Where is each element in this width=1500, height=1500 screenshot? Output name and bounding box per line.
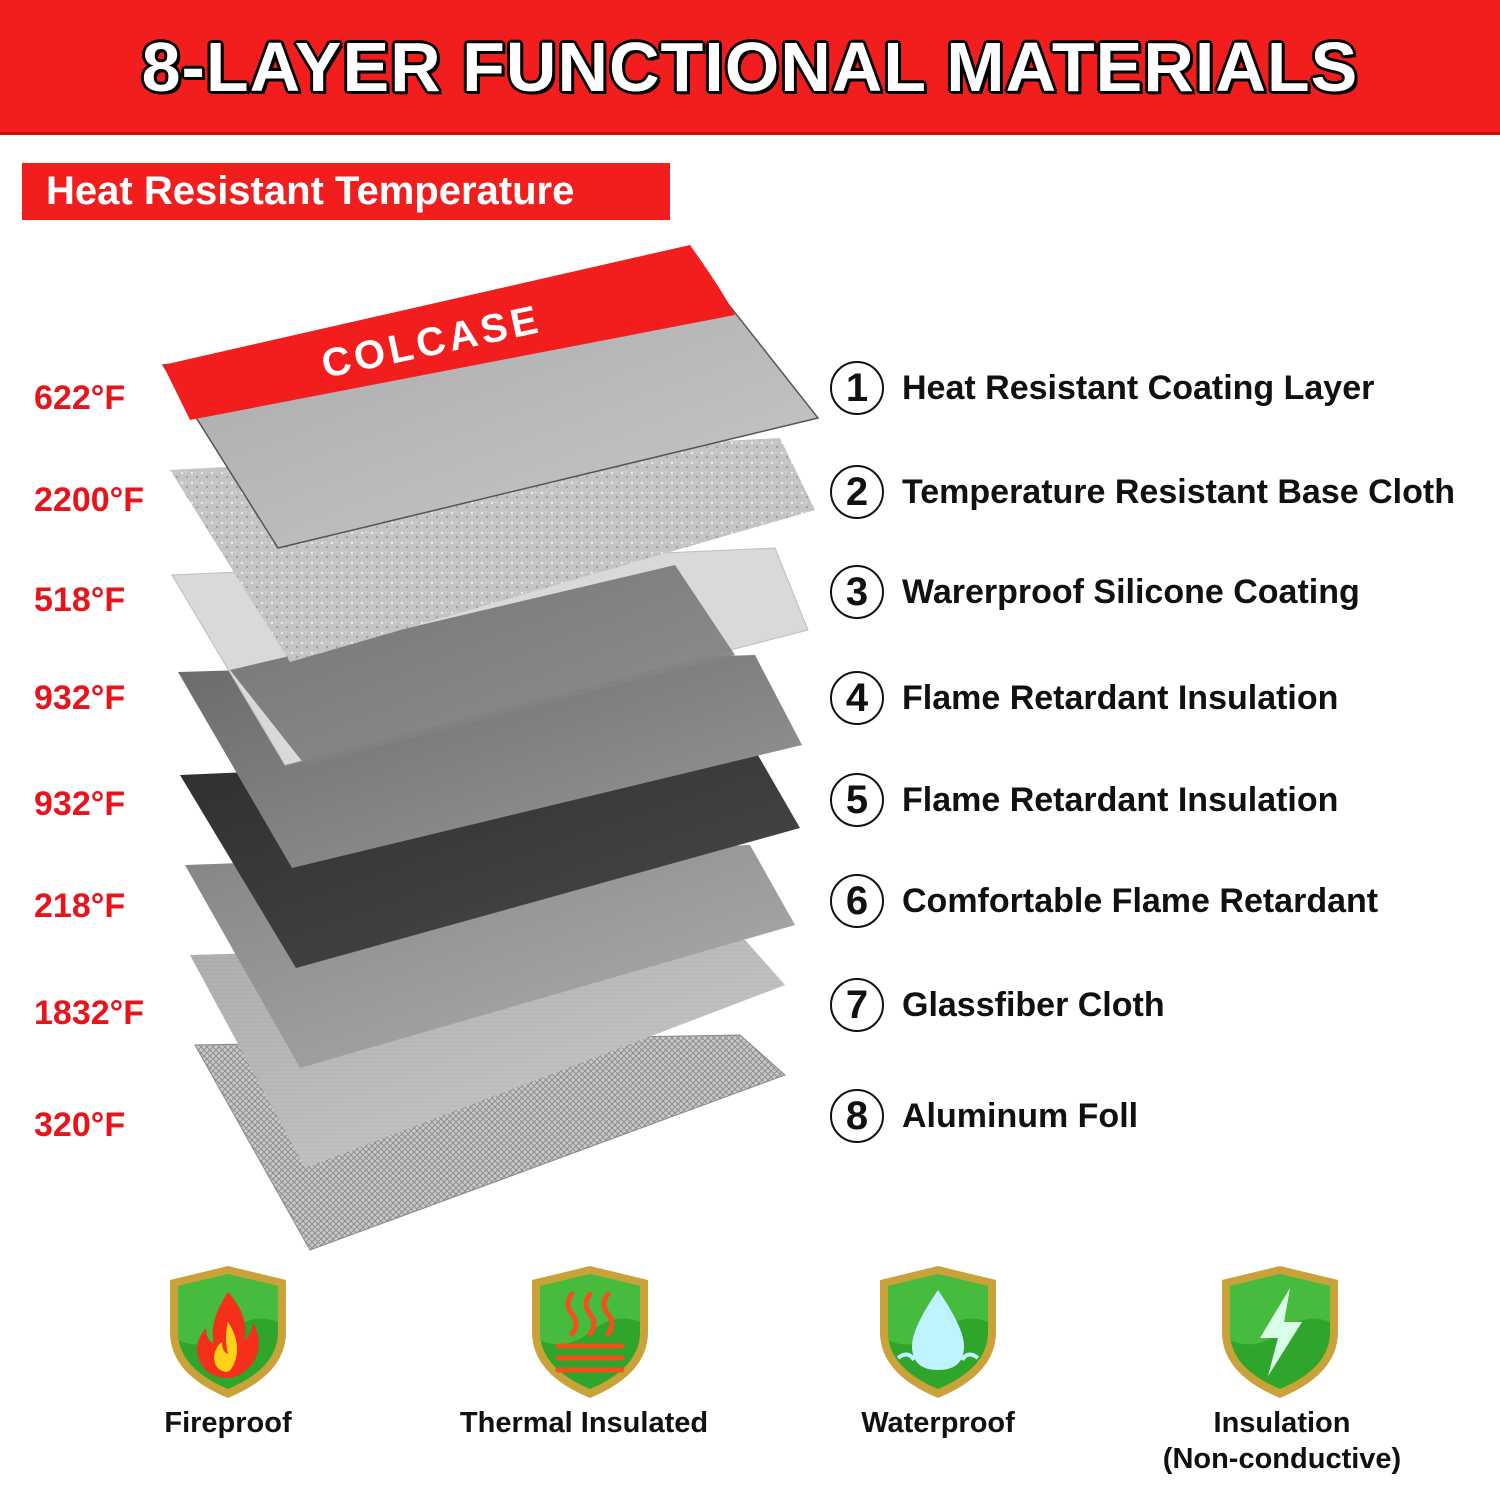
temperature-label: 2200°F [34,481,145,519]
layer-name: Flame Retardant Insulation [902,780,1339,819]
fireproof-shield-icon [170,1266,286,1398]
temperature-label: 932°F [34,679,126,717]
layer-sheet-3b [230,565,735,765]
feature-label-insulation-line1: Insulation [1213,1407,1351,1439]
feature-label-insulation: Insulation (Non-conductive) [1132,1405,1432,1477]
water-drop-icon [912,1290,964,1370]
layer-number-badge: 4 [830,671,884,725]
layer-name: Glassfiber Cloth [902,985,1165,1024]
layer-number-badge: 5 [830,773,884,827]
layer-name: Warerproof Silicone Coating [902,572,1360,611]
temperature-label: 320°F [34,1106,126,1144]
header-banner: 8-LAYER FUNCTIONAL MATERIALS [0,0,1500,135]
layer-number-badge: 7 [830,978,884,1032]
layer-list-item: 7 Glassfiber Cloth [830,975,1165,1035]
layer-list-item: 8 Aluminum Foll [830,1086,1138,1146]
layer-list-item: 4 Flame Retardant Insulation [830,668,1338,728]
heat-waves-icon [555,1291,625,1373]
layer-list-item: 2 Temperature Resistant Base Cloth [830,462,1455,522]
layer-name: Comfortable Flame Retardant [902,881,1379,920]
layer-list-item: 3 Warerproof Silicone Coating [830,562,1360,622]
layer-list-item: 1 Heat Resistant Coating Layer [830,358,1374,418]
temperature-label: 218°F [34,887,126,925]
feature-label-insulation-line2: (Non-conductive) [1162,1443,1402,1475]
layer-sheet-1-red-band [163,245,735,420]
temperature-label: 518°F [34,581,126,619]
layer-list-item: 5 Flame Retardant Insulation [830,770,1338,830]
layer-name: Flame Retardant Insulation [902,678,1339,717]
page-title: 8-LAYER FUNCTIONAL MATERIALS [141,28,1359,106]
feature-label-waterproof: Waterproof [861,1407,1015,1439]
layer-number-badge: 1 [830,361,884,415]
layer-name: Temperature Resistant Base Cloth [902,472,1455,511]
section-tag: Heat Resistant Temperature [22,163,670,220]
layer-name: Aluminum Foll [902,1096,1139,1135]
insulation-shield-icon [1222,1266,1338,1398]
waterproof-shield-icon [880,1266,996,1398]
temperature-label: 622°F [34,379,126,417]
temperature-label: 1832°F [34,994,145,1032]
layer-number-badge: 3 [830,565,884,619]
layer-name: Heat Resistant Coating Layer [902,368,1375,407]
layer-number-badge: 6 [830,874,884,928]
thermal-insulated-shield-icon [532,1266,648,1398]
layer-number-badge: 8 [830,1089,884,1143]
temperature-label: 932°F [34,785,126,823]
lightning-bolt-icon [1260,1288,1302,1376]
layer-number-badge: 2 [830,465,884,519]
feature-label-thermal: Thermal Insulated [459,1407,709,1439]
layer-list-item: 6 Comfortable Flame Retardant [830,871,1378,931]
feature-label-fireproof: Fireproof [164,1407,292,1439]
